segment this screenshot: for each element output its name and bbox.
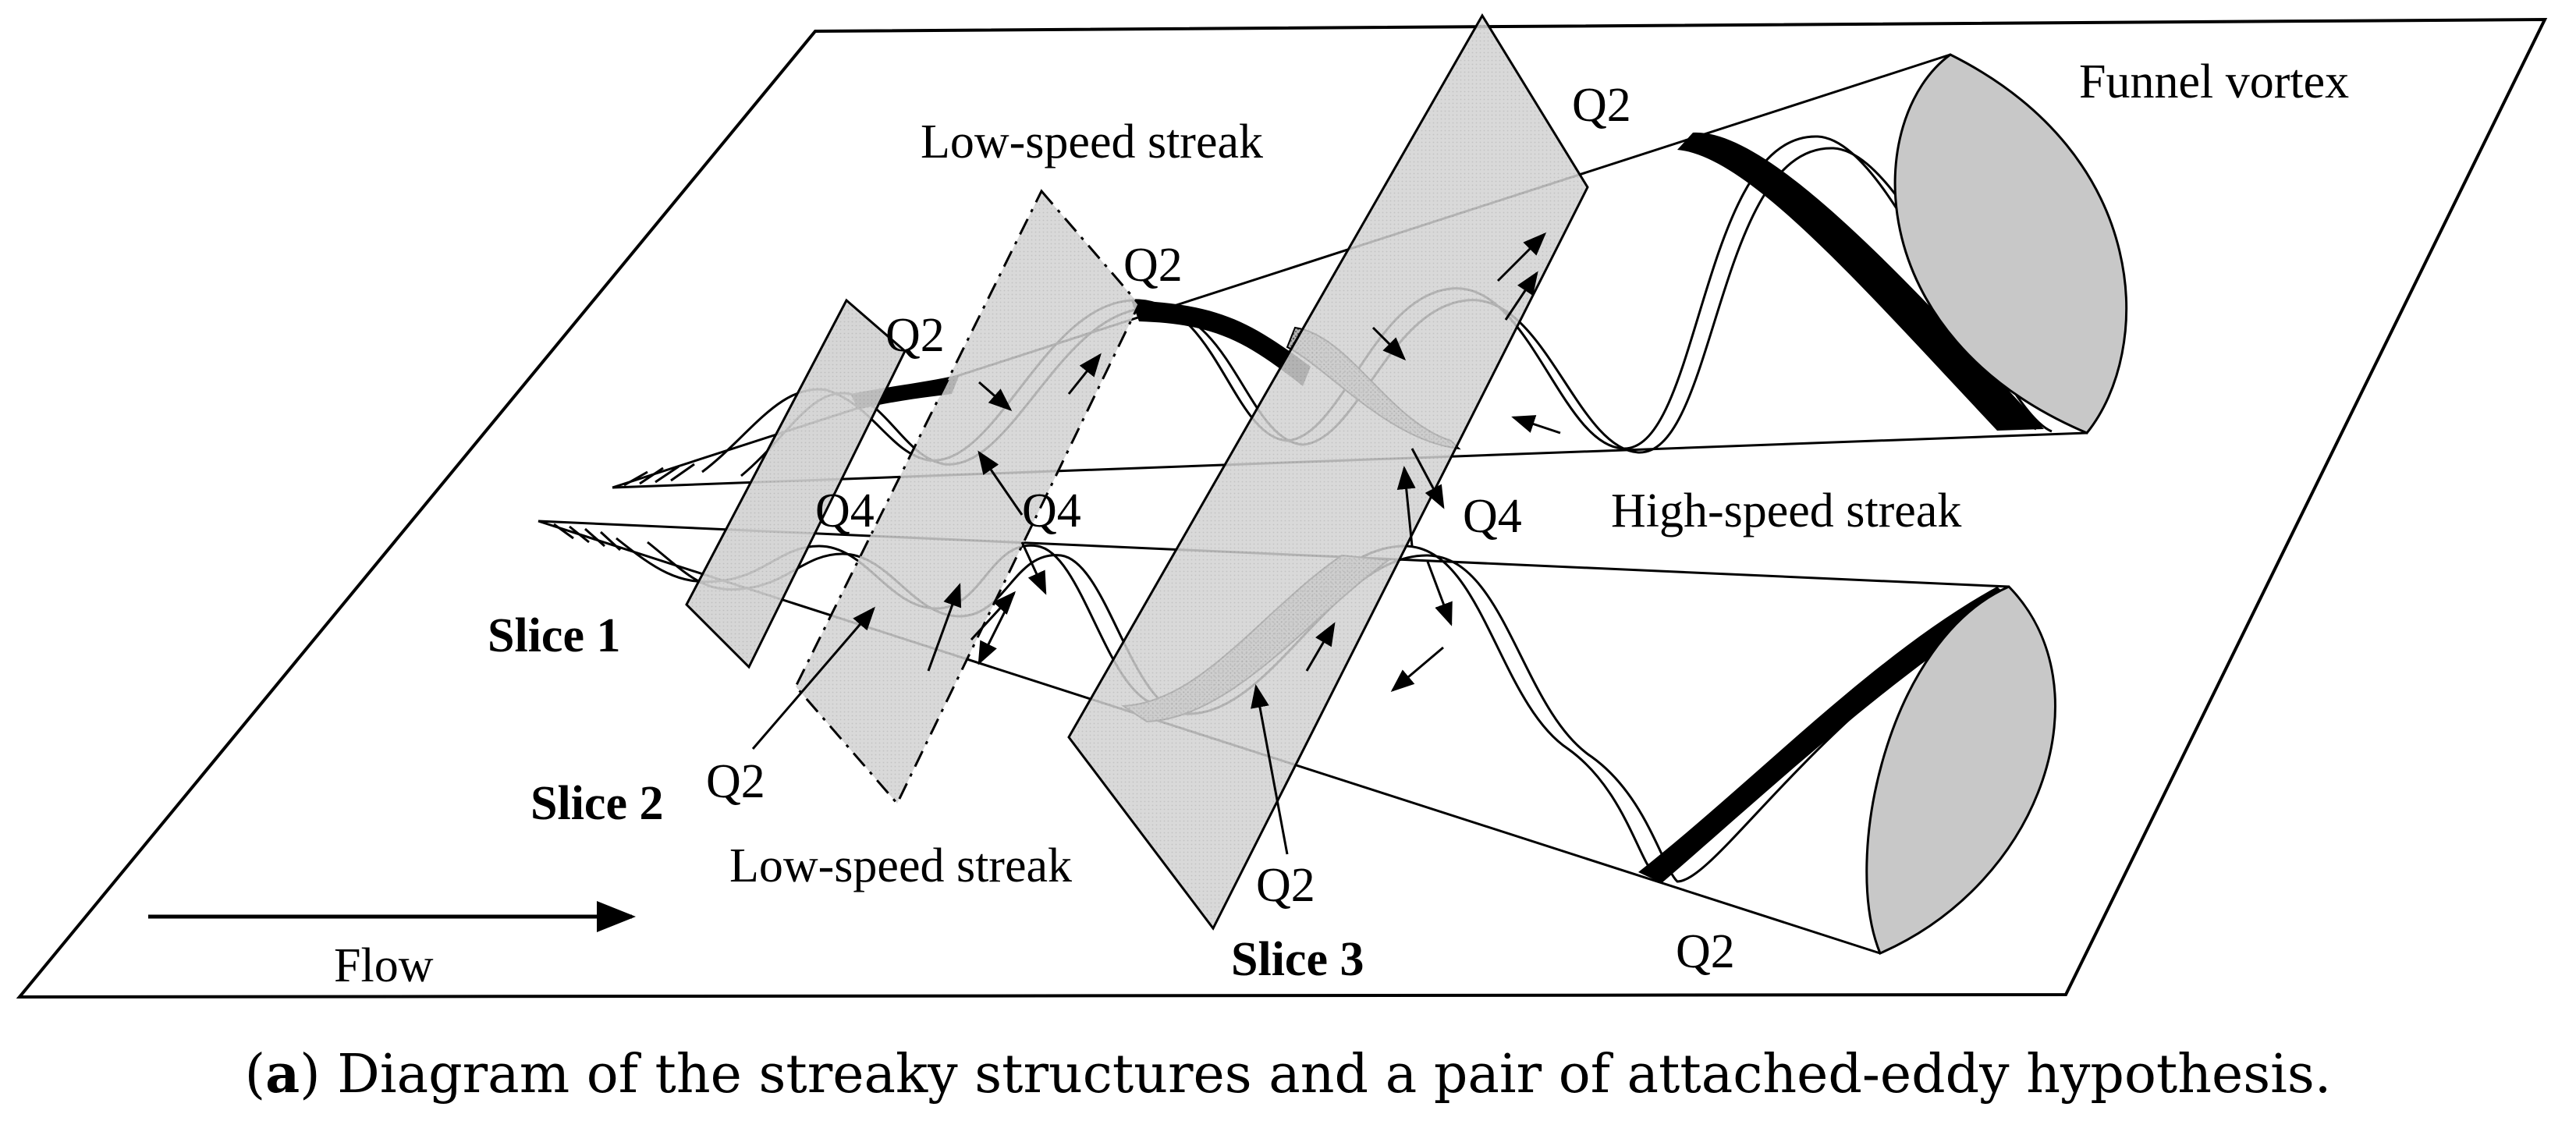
q-arrows — [970, 232, 1561, 692]
q2-cone-bottom-label: Q2 — [1676, 925, 1735, 978]
q2-slice3-top-label: Q2 — [1572, 79, 1631, 132]
q4-slice2-label: Q4 — [1022, 484, 1081, 537]
q2-slice3-bottom-label: Q2 — [1256, 859, 1315, 912]
slice-1 — [685, 298, 907, 669]
q4-slice1-label: Q4 — [815, 484, 875, 537]
q2-slice2-top-label: Q2 — [1123, 239, 1183, 292]
q2-slice2-bottom-label: Q2 — [706, 755, 765, 808]
low-speed-streak-top-label: Low-speed streak — [921, 115, 1263, 169]
figure-caption: (a) Diagram of the streaky structures an… — [245, 1043, 2332, 1105]
slice-3-label: Slice 3 — [1231, 933, 1364, 986]
low-speed-streak-bottom-label: Low-speed streak — [729, 839, 1072, 892]
slice-3 — [1067, 13, 1589, 931]
slice-1-label: Slice 1 — [488, 609, 620, 662]
q2-slice1-top-label: Q2 — [885, 309, 945, 362]
flow-label: Flow — [334, 939, 434, 992]
slice-2-label: Slice 2 — [530, 777, 663, 830]
q4-slice3-label: Q4 — [1463, 490, 1522, 543]
high-speed-streak-label: High-speed streak — [1611, 484, 1961, 537]
leader-lines — [751, 583, 1336, 855]
wall-plane — [16, 17, 2548, 999]
funnel-vortex-label: Funnel vortex — [2079, 55, 2349, 108]
slice-2 — [794, 189, 1141, 806]
